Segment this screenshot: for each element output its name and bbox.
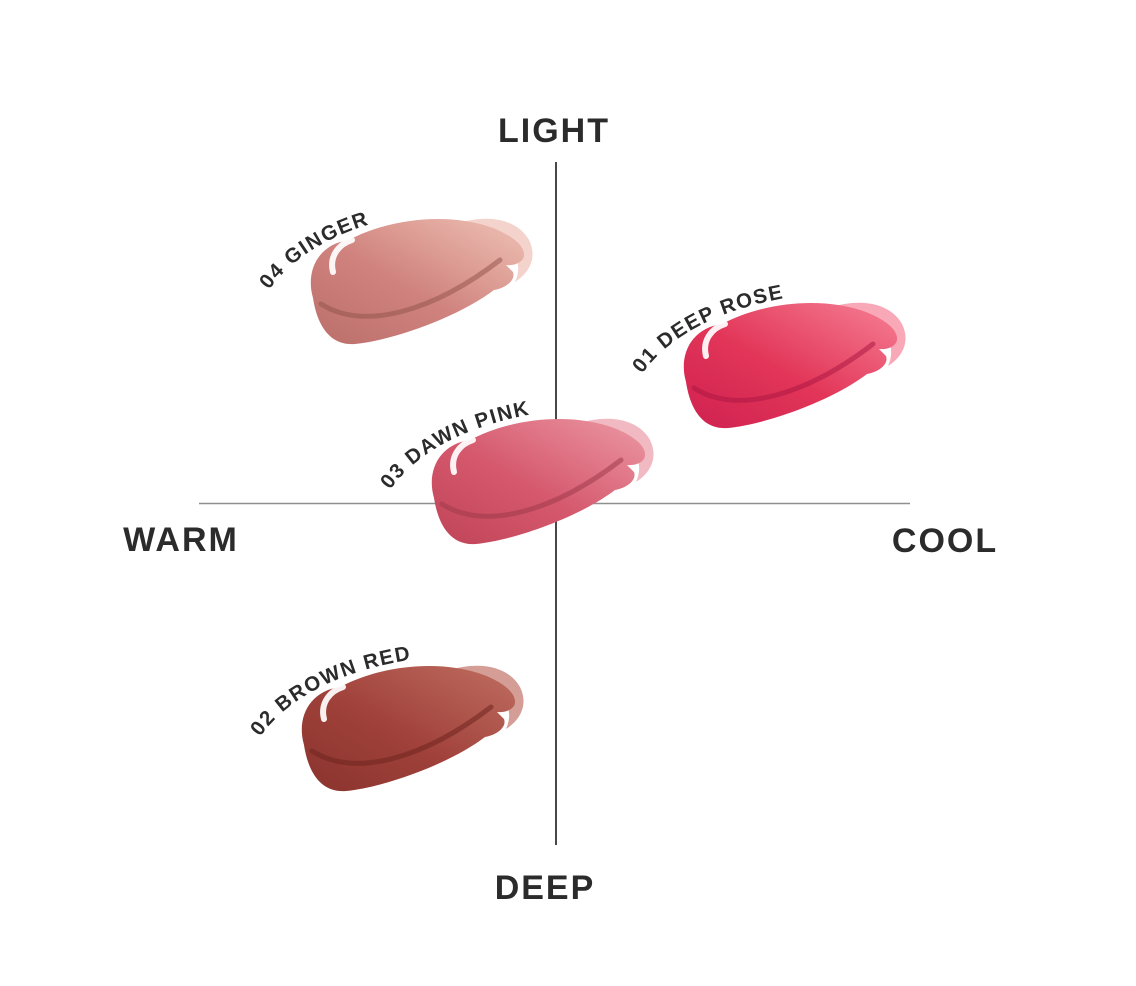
swatch-ginger: 04 GINGER (255, 207, 533, 345)
axis-label-warm: WARM (123, 521, 239, 559)
axis-label-deep: DEEP (495, 869, 596, 907)
swatch-brown-red: 02 BROWN RED (246, 642, 524, 792)
swatch-dawn-pink: 03 DAWN PINK (376, 397, 654, 545)
axis-label-light: LIGHT (498, 112, 610, 150)
swatch-deep-rose: 01 DEEP ROSE (628, 280, 906, 429)
axis-label-cool: COOL (892, 522, 998, 560)
